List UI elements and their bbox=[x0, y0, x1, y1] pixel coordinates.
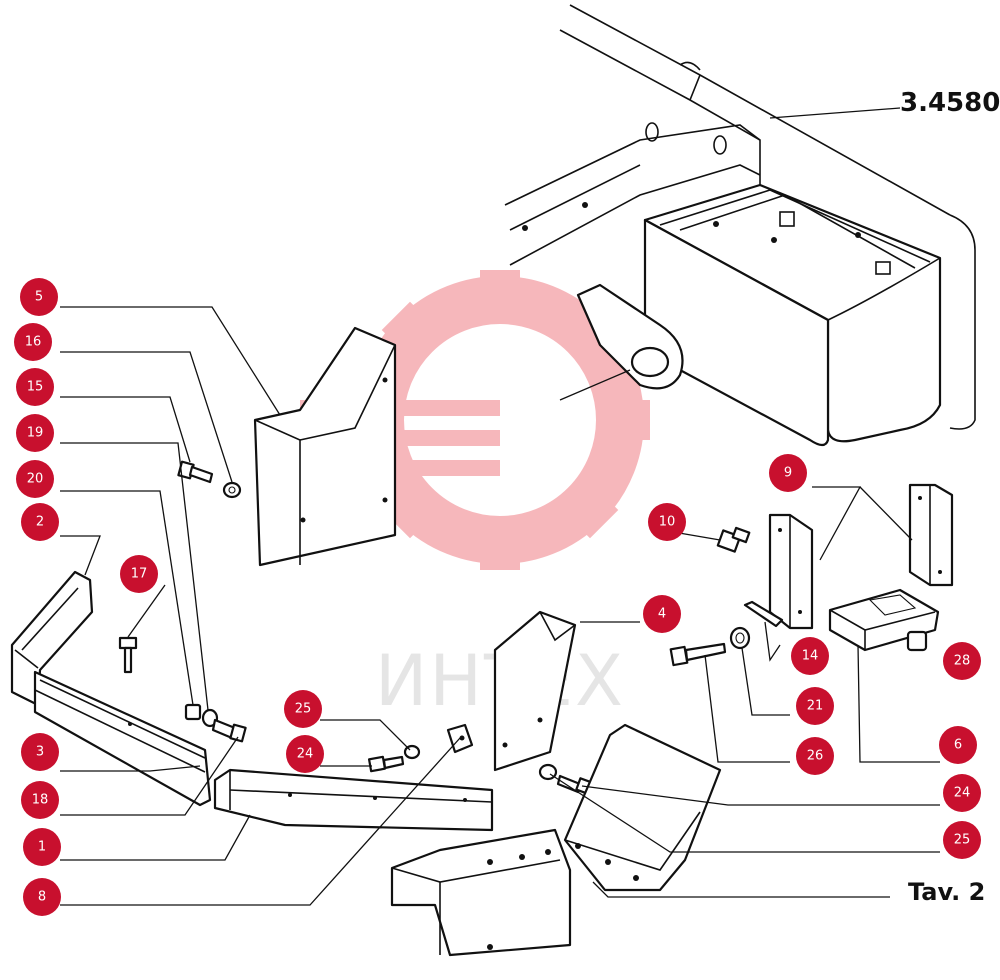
part-4-side-plate bbox=[493, 610, 577, 772]
callout-marker-25: 25 bbox=[284, 690, 322, 728]
part-24-bolt bbox=[367, 755, 405, 773]
part-28-nut bbox=[906, 630, 928, 652]
svg-text:20: 20 bbox=[27, 472, 44, 487]
part-26-long-bolt bbox=[669, 642, 727, 667]
callout-markers: 5 16 15 19 20 2 17 3 18 1 8 25 24 4 10 9… bbox=[14, 278, 981, 916]
leader-lines bbox=[60, 107, 940, 906]
lower-bracket bbox=[390, 828, 572, 957]
callout-marker-4: 4 bbox=[643, 595, 681, 633]
callout-marker-15: 15 bbox=[16, 368, 54, 406]
callout-marker-9: 9 bbox=[769, 454, 807, 492]
part-5-cover-block bbox=[253, 326, 397, 567]
part-3-bumper-beam bbox=[33, 670, 212, 807]
svg-text:21: 21 bbox=[807, 699, 824, 714]
svg-text:26: 26 bbox=[807, 749, 824, 764]
svg-text:9: 9 bbox=[784, 466, 792, 481]
callout-marker-28: 28 bbox=[943, 642, 981, 680]
part-21-spacer bbox=[729, 626, 751, 650]
callout-marker-21: 21 bbox=[796, 687, 834, 725]
callout-marker-3: 3 bbox=[21, 733, 59, 771]
part-9-pad-right bbox=[908, 483, 954, 587]
assembly-code-label: 3.4580 bbox=[900, 88, 1000, 118]
part-10-bolt bbox=[716, 526, 751, 553]
callout-marker-5: 5 bbox=[20, 278, 58, 316]
svg-text:15: 15 bbox=[27, 380, 44, 395]
part-19-20-nut-washer bbox=[184, 703, 247, 743]
callout-marker-10: 10 bbox=[648, 503, 686, 541]
svg-text:5: 5 bbox=[35, 290, 43, 305]
part-1-center-beam bbox=[213, 768, 494, 832]
part-15-bolt bbox=[177, 460, 214, 484]
tow-eye-bracket bbox=[576, 283, 684, 390]
svg-text:1: 1 bbox=[38, 840, 46, 855]
svg-text:18: 18 bbox=[32, 793, 49, 808]
svg-text:28: 28 bbox=[954, 654, 971, 669]
callout-marker-26: 26 bbox=[796, 737, 834, 775]
callout-marker-24-right: 24 bbox=[943, 774, 981, 812]
svg-text:25: 25 bbox=[954, 833, 971, 848]
part-17-bolt bbox=[118, 636, 138, 674]
svg-text:6: 6 bbox=[954, 738, 962, 753]
svg-text:24: 24 bbox=[954, 786, 971, 801]
part-9-pad-left bbox=[768, 513, 814, 630]
svg-text:16: 16 bbox=[25, 335, 42, 350]
svg-text:4: 4 bbox=[658, 607, 666, 622]
part-24-25-lower-bolt-washer bbox=[538, 763, 593, 795]
svg-text:25: 25 bbox=[295, 702, 312, 717]
svg-text:2: 2 bbox=[36, 515, 44, 530]
callout-marker-20: 20 bbox=[16, 460, 54, 498]
chassis-frame bbox=[504, 4, 976, 430]
callout-marker-25-right: 25 bbox=[943, 821, 981, 859]
part-16-washer bbox=[222, 481, 242, 499]
callout-marker-1: 1 bbox=[23, 828, 61, 866]
lower-frame-section bbox=[563, 723, 722, 892]
callout-marker-8: 8 bbox=[23, 878, 61, 916]
callout-marker-19: 19 bbox=[16, 414, 54, 452]
svg-text:24: 24 bbox=[297, 747, 314, 762]
callout-marker-17: 17 bbox=[120, 555, 158, 593]
callout-marker-16: 16 bbox=[14, 323, 52, 361]
svg-text:14: 14 bbox=[802, 649, 819, 664]
svg-text:17: 17 bbox=[131, 567, 148, 582]
svg-text:3: 3 bbox=[36, 745, 44, 760]
svg-text:10: 10 bbox=[659, 515, 676, 530]
svg-text:19: 19 bbox=[27, 426, 44, 441]
callout-marker-18: 18 bbox=[21, 781, 59, 819]
part-14-strip bbox=[743, 600, 784, 628]
plate-number-label: Tav. 2 bbox=[908, 878, 986, 906]
callout-marker-2: 2 bbox=[21, 503, 59, 541]
callout-marker-14: 14 bbox=[791, 637, 829, 675]
part-2-corner-piece bbox=[10, 570, 94, 707]
callout-marker-6: 6 bbox=[939, 726, 977, 764]
callout-marker-24: 24 bbox=[286, 735, 324, 773]
svg-text:8: 8 bbox=[38, 890, 46, 905]
battery-box bbox=[643, 183, 942, 447]
